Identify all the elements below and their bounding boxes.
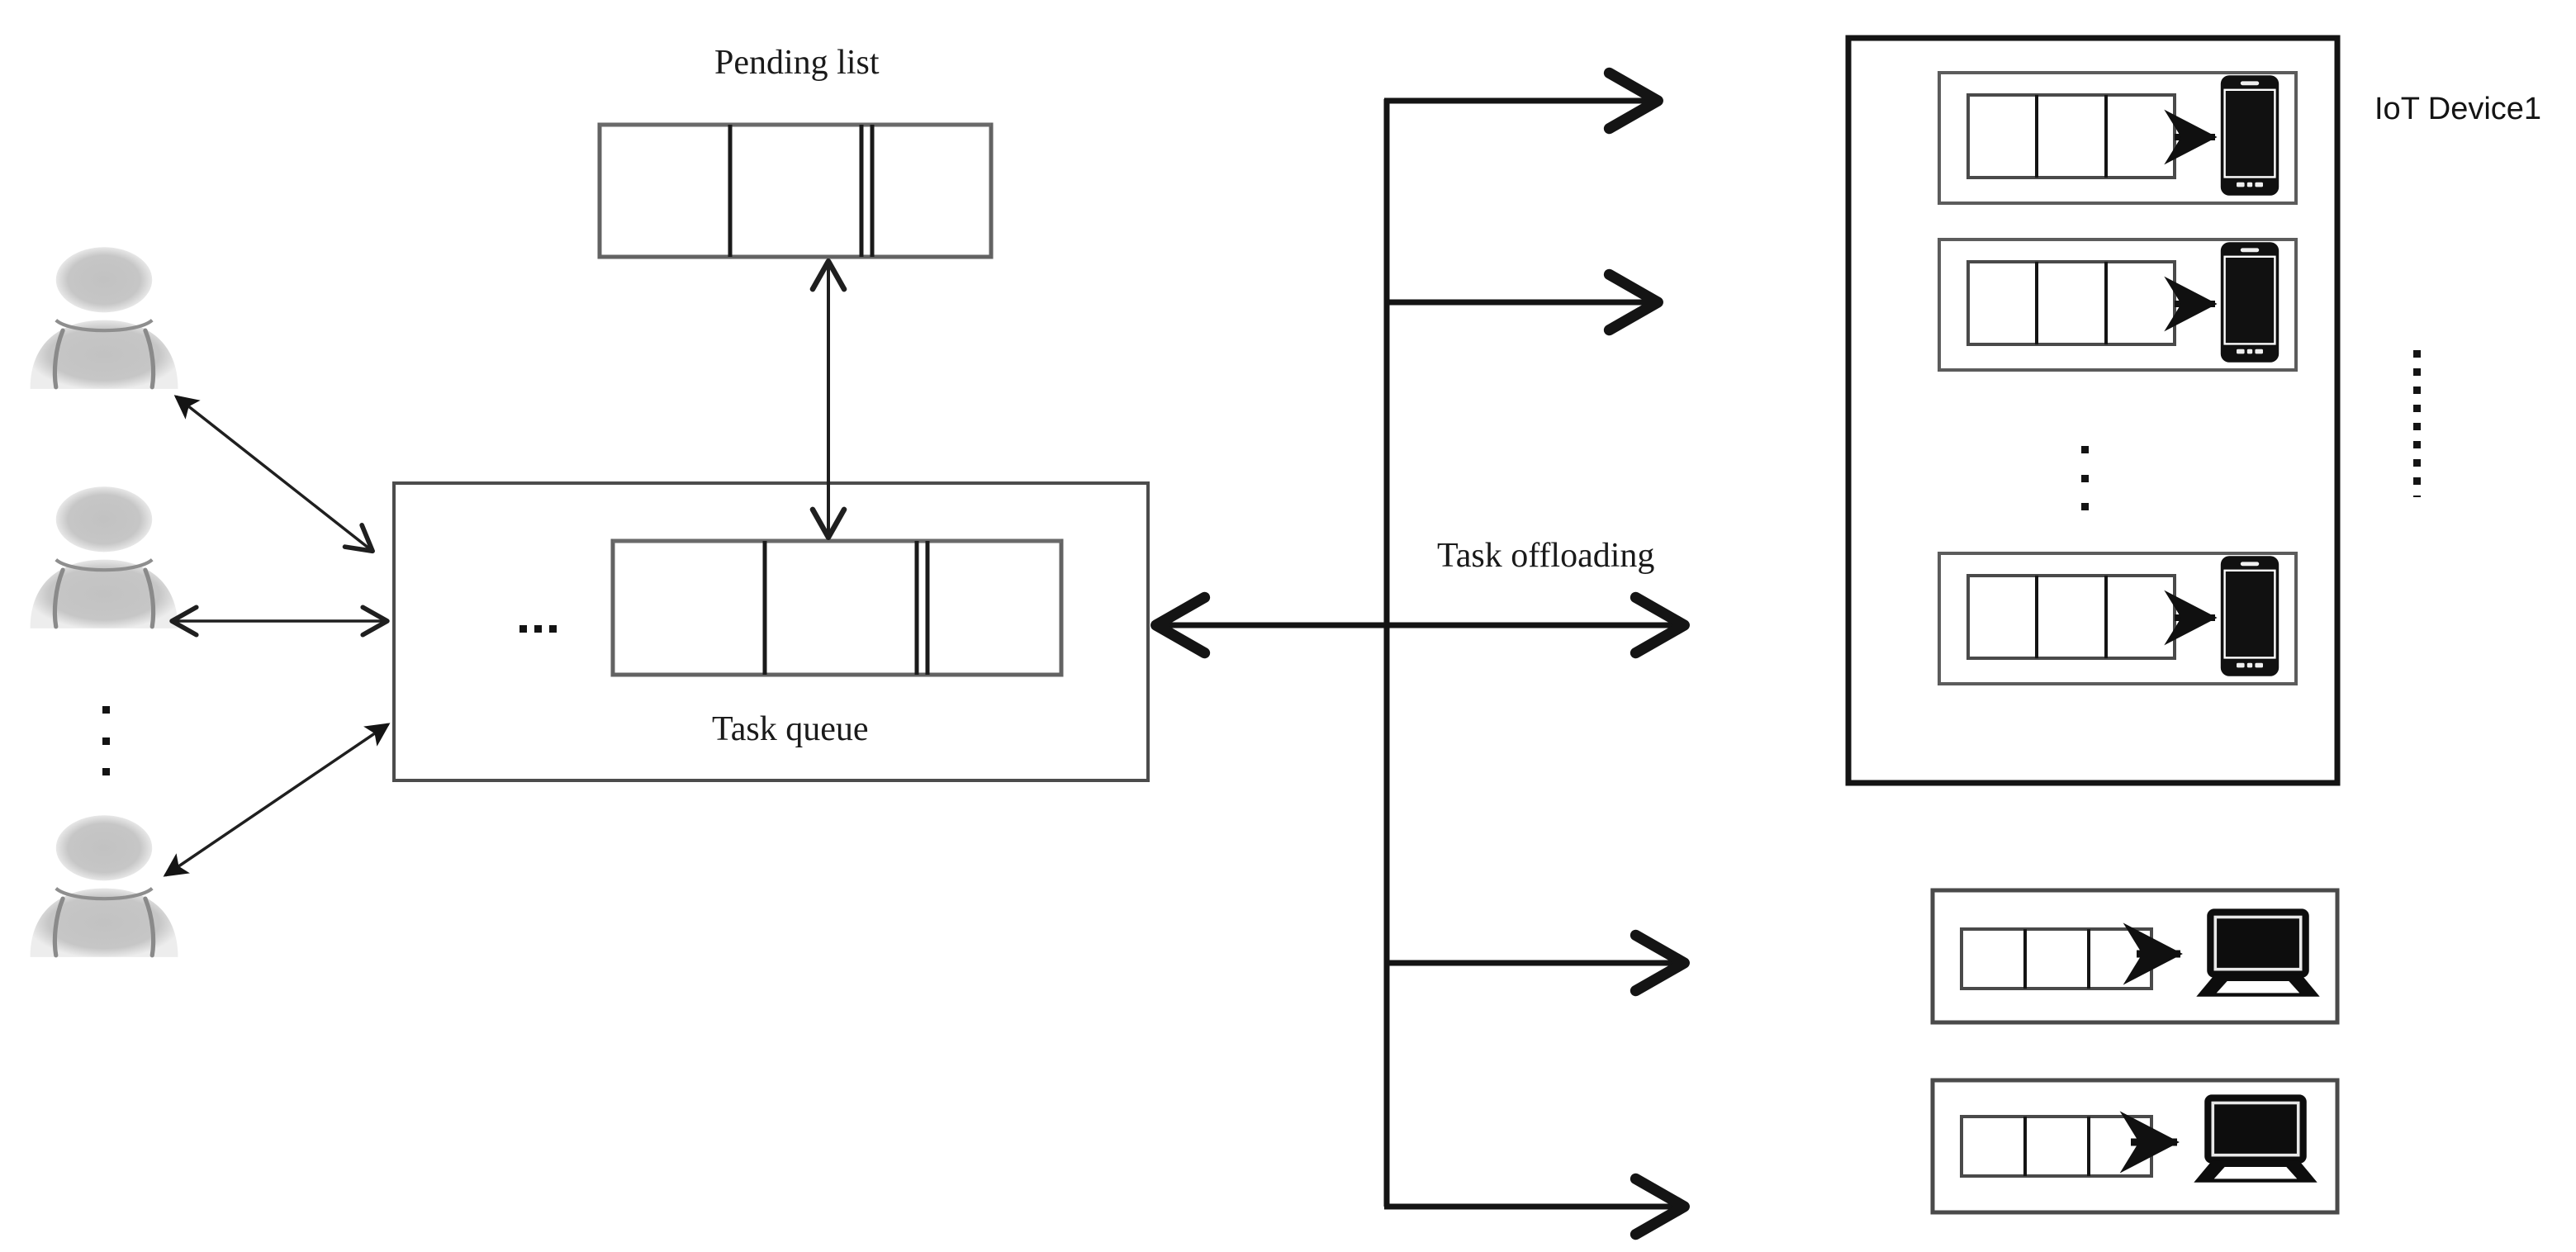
phone-icon-2 bbox=[2219, 241, 2280, 363]
laptop-queue-cells-2 bbox=[1960, 1115, 2153, 1178]
laptop-queue-cells-1 bbox=[1960, 927, 2153, 990]
user-connection-arrows bbox=[163, 395, 391, 877]
user-icon-1 bbox=[31, 247, 178, 389]
iot-device-label: IoT Device1 bbox=[2374, 92, 2542, 126]
iot-queue-cells-1 bbox=[1966, 93, 2176, 179]
task-offloading-label: Task offloading bbox=[1437, 537, 1655, 575]
user-icon-3 bbox=[31, 815, 178, 957]
laptop-row-2 bbox=[1930, 1078, 2340, 1215]
task-queue-cells bbox=[610, 538, 1064, 677]
user-icon-2 bbox=[31, 486, 178, 628]
laptop-icon-2 bbox=[2192, 1093, 2319, 1184]
laptop-icon-1 bbox=[2194, 907, 2322, 998]
user-icons bbox=[31, 247, 178, 957]
task-offloading-bus bbox=[1150, 67, 1690, 1240]
iot-device-row-1 bbox=[1938, 71, 2298, 205]
arrow-user-1 bbox=[173, 395, 375, 554]
phone-icon-n bbox=[2219, 555, 2280, 677]
task-queue-label: Task queue bbox=[712, 710, 869, 748]
pending-list-label: Pending list bbox=[714, 44, 880, 82]
phone-icon-1 bbox=[2219, 74, 2280, 197]
laptop-row-1 bbox=[1930, 888, 2340, 1025]
iot-groups-overflow-dotted-line-icon bbox=[2413, 350, 2421, 497]
task-queue-overflow-ellipsis-icon bbox=[519, 625, 557, 633]
iot-device-row-2 bbox=[1938, 238, 2298, 372]
iot-queue-cells-n bbox=[1966, 574, 2176, 660]
users-overflow-ellipsis-icon bbox=[102, 706, 110, 775]
iot-rows-overflow-ellipsis-icon bbox=[2081, 446, 2089, 510]
pending-list-box bbox=[597, 122, 994, 259]
iot-queue-cells-2 bbox=[1966, 260, 2176, 346]
arrow-user-3 bbox=[163, 723, 391, 877]
iot-device-row-n bbox=[1938, 552, 2298, 685]
